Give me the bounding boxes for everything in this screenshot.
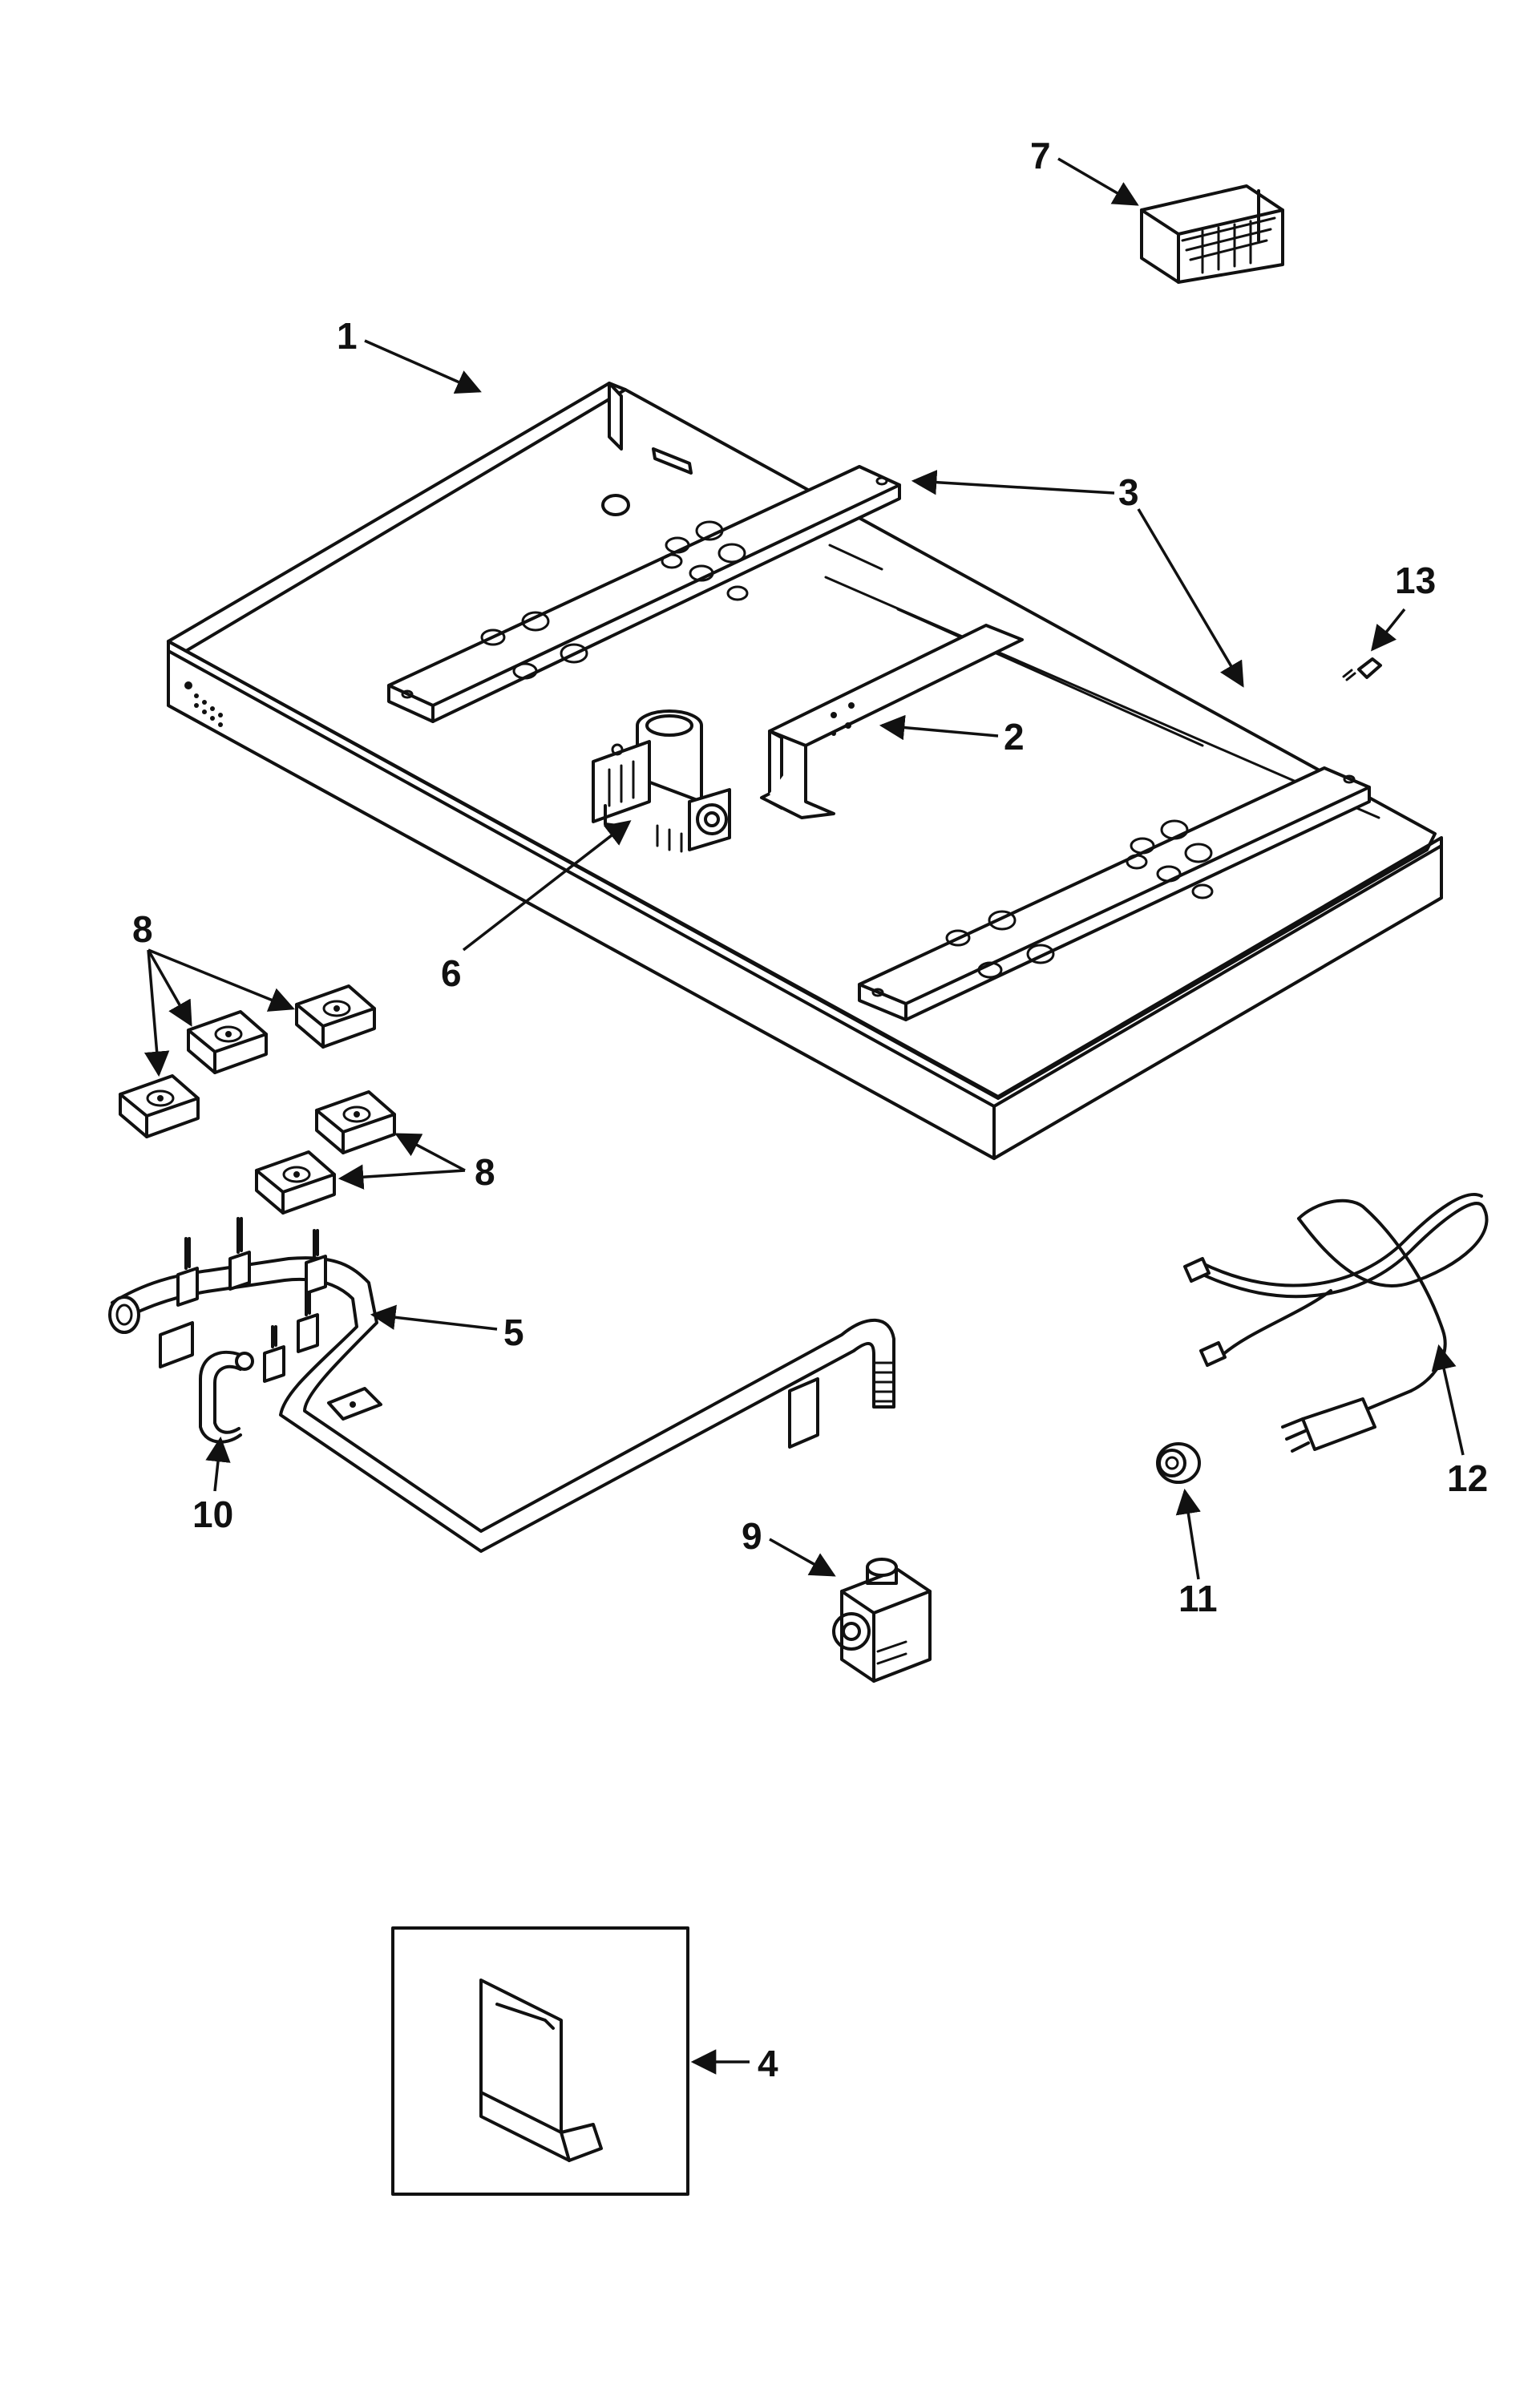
callout-8a: 8	[132, 908, 153, 950]
callout-2: 2	[1004, 716, 1025, 758]
callout-5: 5	[503, 1312, 524, 1353]
part-9-regulator	[832, 1558, 932, 1683]
callout-10: 10	[192, 1494, 233, 1535]
callout-3: 3	[1118, 471, 1139, 513]
part-13-screw	[1342, 657, 1382, 681]
leader-12	[1431, 1344, 1465, 1456]
part-12-power-cord	[1183, 1193, 1489, 1453]
grommet-5	[255, 1150, 336, 1215]
leader-5	[370, 1304, 498, 1331]
leader-6	[462, 820, 632, 952]
callout-12: 12	[1447, 1457, 1488, 1499]
callout-labels: 1 2 3 4 5 6 7 8 8 9 10 11 12 13	[132, 135, 1488, 2084]
leader-8b	[148, 948, 295, 1012]
callout-1: 1	[337, 315, 358, 357]
grommet-2	[295, 984, 376, 1049]
grommet-4	[315, 1090, 396, 1154]
leader-8c	[143, 949, 170, 1077]
leader-13	[1371, 608, 1406, 652]
part-10-pilot-tube	[199, 1350, 254, 1444]
callout-6: 6	[441, 952, 462, 994]
part-11-bushing	[1156, 1442, 1201, 1484]
leader-8e	[338, 1164, 466, 1190]
leader-2	[879, 714, 999, 741]
grommet-1	[187, 1010, 268, 1074]
part-1-burner-box-tray	[167, 382, 1443, 1160]
leader-3a	[911, 469, 1115, 495]
part-3-left-burner-bracket	[387, 465, 901, 723]
part-7-terminal-block	[1140, 184, 1284, 284]
part-5-manifold-pipe	[108, 1217, 895, 1553]
vent-holes	[184, 681, 223, 727]
leader-10	[205, 1436, 231, 1492]
part-4-inset-box	[391, 1926, 689, 2196]
callout-9: 9	[742, 1515, 762, 1557]
leader-8a	[147, 949, 192, 1027]
callout-8b: 8	[475, 1151, 495, 1193]
callout-11: 11	[1178, 1578, 1218, 1619]
leader-8d	[394, 1133, 466, 1172]
part-8-burner-grommets	[119, 984, 396, 1215]
part-4-bracket	[479, 1979, 603, 2162]
part-6-gas-valve	[592, 709, 731, 853]
grommet-3	[119, 1074, 200, 1138]
leader-7	[1057, 157, 1139, 206]
leader-11	[1175, 1488, 1201, 1580]
leader-9	[769, 1538, 836, 1577]
bracket-holes-left	[480, 520, 749, 680]
manifold-spuds	[176, 1217, 327, 1383]
callout-7: 7	[1030, 135, 1051, 176]
bracket-holes-right	[945, 819, 1214, 979]
leader-3b	[1137, 508, 1244, 688]
leader-lines	[143, 157, 1465, 2075]
callout-4: 4	[758, 2043, 778, 2084]
callout-13: 13	[1395, 560, 1436, 601]
part-2-center-bracket	[760, 624, 1024, 819]
part-3-right-burner-bracket	[858, 766, 1371, 1021]
leader-1	[364, 339, 482, 394]
